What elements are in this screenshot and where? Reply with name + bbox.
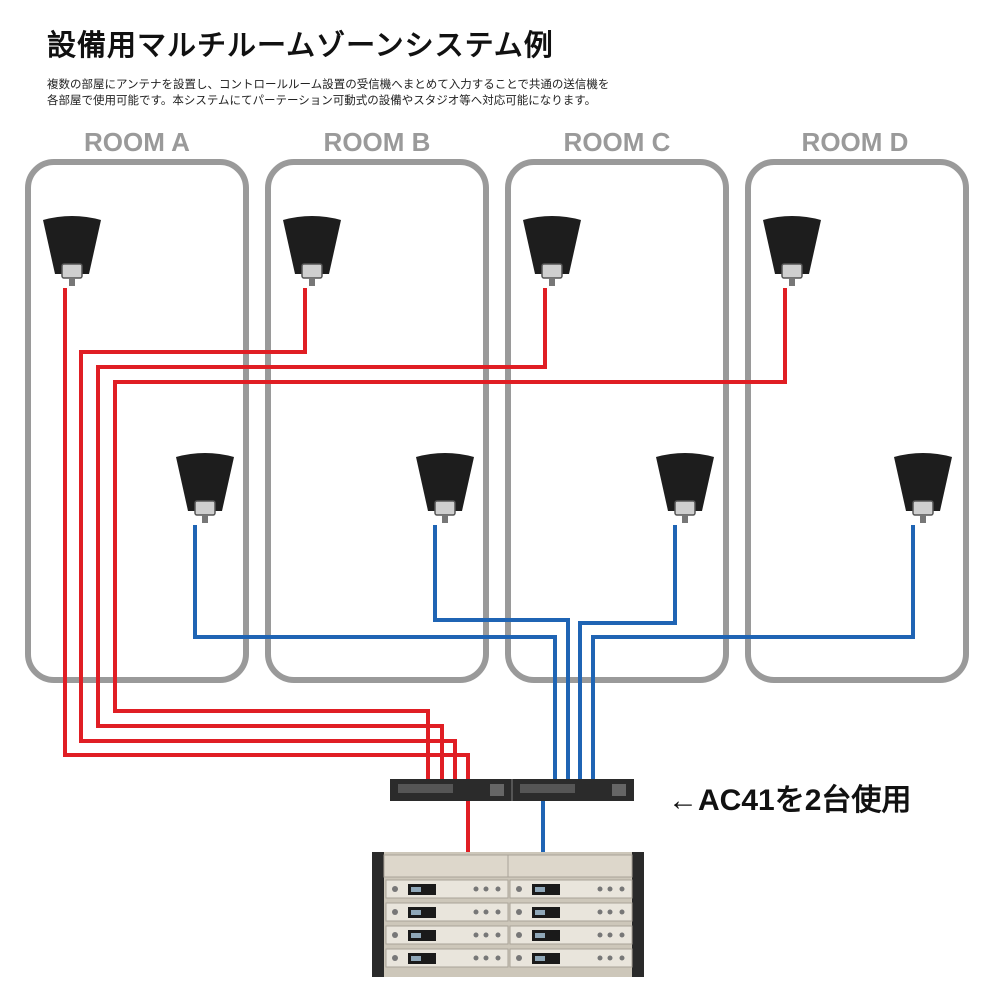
room-b-upper-antenna-icon xyxy=(282,215,342,287)
page-title: 設備用マルチルームゾーンシステム例 xyxy=(47,28,554,62)
room-a-label: ROOM A xyxy=(84,127,190,157)
room-a-outline xyxy=(25,159,249,683)
blue-cables xyxy=(193,525,915,852)
receiver-rack-icon xyxy=(372,852,644,977)
room-d-outline xyxy=(745,159,969,683)
red-cables xyxy=(63,288,787,852)
room-c-outline xyxy=(505,159,729,683)
description-line-2: 各部屋で使用可能です。本システムにてパーテーション可動式の設備やスタジオ等へ対応… xyxy=(47,93,597,107)
room-a-upper-antenna-icon xyxy=(42,215,102,287)
room-b-lower-antenna-icon xyxy=(415,452,475,524)
ac41-note: ←AC41を2台使用 xyxy=(668,784,912,817)
room-d-label: ROOM D xyxy=(801,127,909,157)
room-a-lower-antenna-icon xyxy=(175,452,235,524)
room-d-lower-antenna-icon xyxy=(893,452,953,524)
description-line-1: 複数の部屋にアンテナを設置し、コントロールルーム設置の受信機へまとめて入力するこ… xyxy=(47,77,610,91)
room-c-upper-antenna-icon xyxy=(522,215,582,287)
ac41-combiner-icon xyxy=(390,779,634,801)
room-b-outline xyxy=(265,159,489,683)
description: 複数の部屋にアンテナを設置し、コントロールルーム設置の受信機へまとめて入力するこ… xyxy=(47,76,727,108)
room-d-upper-antenna-icon xyxy=(762,215,822,287)
room-c-label: ROOM C xyxy=(563,127,671,157)
room-b-label: ROOM B xyxy=(323,127,431,157)
room-c-lower-antenna-icon xyxy=(655,452,715,524)
